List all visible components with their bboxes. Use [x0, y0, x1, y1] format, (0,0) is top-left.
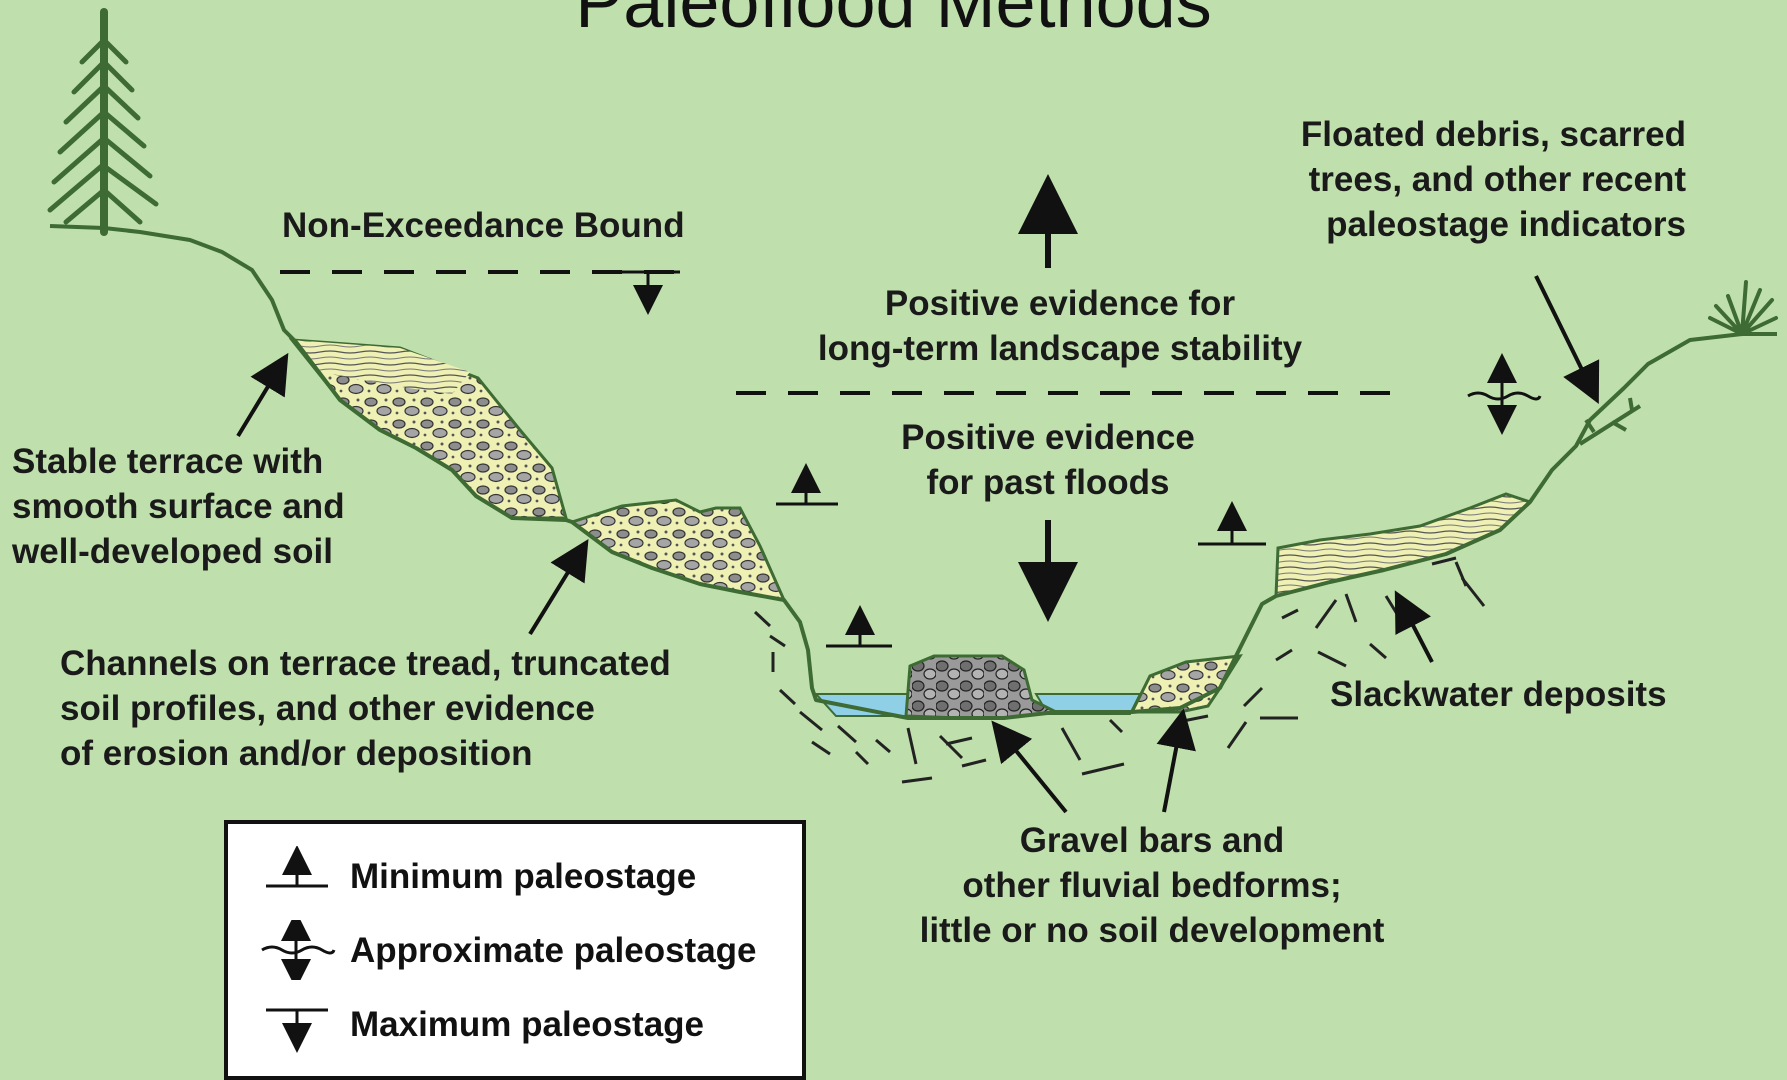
positive-floods-label: Positive evidence for past floods	[848, 415, 1248, 505]
gravel-bars-line-1: Gravel bars and	[852, 818, 1452, 863]
stable-terrace-label: Stable terrace with smooth surface and w…	[12, 439, 345, 574]
stable-terrace-line-2: smooth surface and	[12, 484, 345, 529]
channels-line-2: soil profiles, and other evidence	[60, 686, 671, 731]
channels-line-3: of erosion and/or deposition	[60, 731, 671, 776]
channels-line-1: Channels on terrace tread, truncated	[60, 641, 671, 686]
positive-floods-line-1: Positive evidence	[848, 415, 1248, 460]
positive-stability-label: Positive evidence for long-term landscap…	[780, 281, 1340, 371]
approximate-paleostage-icon	[258, 920, 338, 980]
stable-terrace-line-3: well-developed soil	[12, 529, 345, 574]
conifer-tree-icon	[50, 12, 156, 232]
gravel-bar-center	[906, 656, 1056, 718]
minimum-paleostage-icon	[258, 846, 338, 906]
legend-label-approximate: Approximate paleostage	[350, 928, 757, 973]
legend-label-minimum: Minimum paleostage	[350, 854, 696, 899]
stable-terrace-line-1: Stable terrace with	[12, 439, 345, 484]
lower-terrace-deposit	[572, 500, 784, 600]
gravel-bars-line-2: other fluvial bedforms;	[852, 863, 1452, 908]
floated-debris-log-icon	[1580, 398, 1640, 444]
maximum-paleostage-icon	[258, 994, 338, 1054]
floated-debris-line-1: Floated debris, scarred	[1160, 112, 1686, 157]
legend-label-maximum: Maximum paleostage	[350, 1002, 704, 1047]
positive-stability-line-1: Positive evidence for	[780, 281, 1340, 326]
gravel-bars-line-3: little or no soil development	[852, 908, 1452, 953]
channels-label: Channels on terrace tread, truncated soi…	[60, 641, 671, 776]
maximum-paleostage-symbol	[618, 272, 680, 300]
non-exceedance-label: Non-Exceedance Bound	[282, 203, 685, 248]
floated-debris-line-2: trees, and other recent	[1160, 157, 1686, 202]
diagram-title: Paleoflood Methods	[0, 0, 1787, 44]
slackwater-deposit	[1276, 494, 1530, 596]
slackwater-label: Slackwater deposits	[1330, 672, 1667, 717]
legend-box: Minimum paleostage Approximate paleostag…	[224, 820, 806, 1080]
shrub-icon	[1710, 282, 1776, 334]
positive-floods-line-2: for past floods	[848, 460, 1248, 505]
approximate-paleostage-symbol	[1468, 368, 1540, 420]
floated-debris-label: Floated debris, scarred trees, and other…	[1160, 112, 1686, 247]
water-left	[816, 694, 910, 716]
gravel-bars-label: Gravel bars and other fluvial bedforms; …	[852, 818, 1452, 953]
positive-stability-line-2: long-term landscape stability	[780, 326, 1340, 371]
floated-debris-line-3: paleostage indicators	[1160, 202, 1686, 247]
